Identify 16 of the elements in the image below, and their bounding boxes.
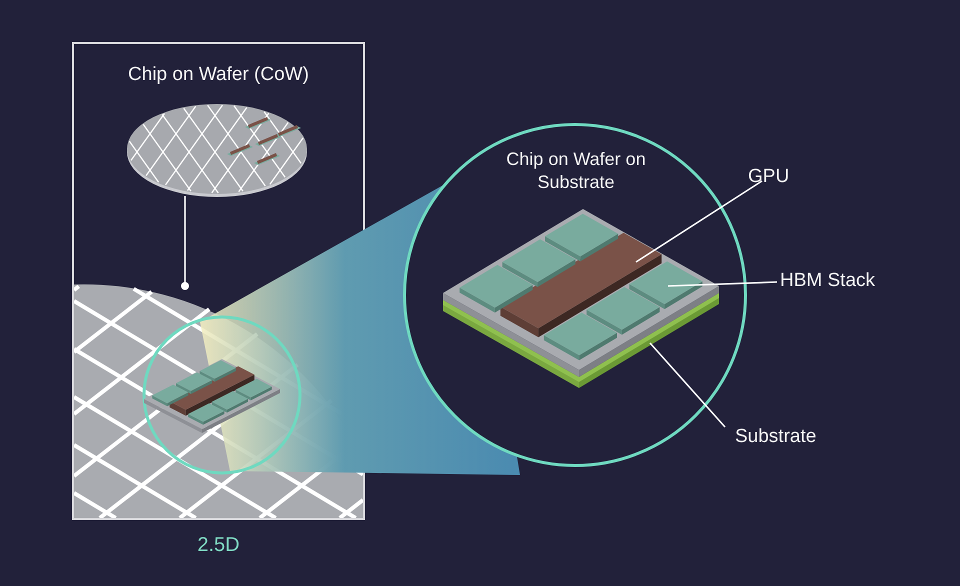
- leader-line: [649, 342, 726, 428]
- gpu-die: [500, 232, 662, 338]
- hbm-stack: [629, 261, 702, 310]
- leader-line: [636, 180, 762, 263]
- part-label: HBM Stack: [780, 270, 876, 292]
- leader-line: [181, 196, 189, 290]
- panel-frame: [72, 42, 365, 520]
- part-label: GPU: [748, 166, 790, 188]
- circle-title: Chip on Wafer on Substrate: [505, 148, 647, 194]
- wafer-drawing: [127, 102, 309, 200]
- part-label: Substrate: [735, 426, 816, 448]
- magnifier-circle: [144, 317, 300, 473]
- wafer-closeup-drawing: [74, 269, 363, 518]
- caption: 2.5D: [196, 534, 241, 557]
- leader-line: [668, 281, 778, 287]
- panel-title: Chip on Wafer (CoW): [127, 64, 310, 86]
